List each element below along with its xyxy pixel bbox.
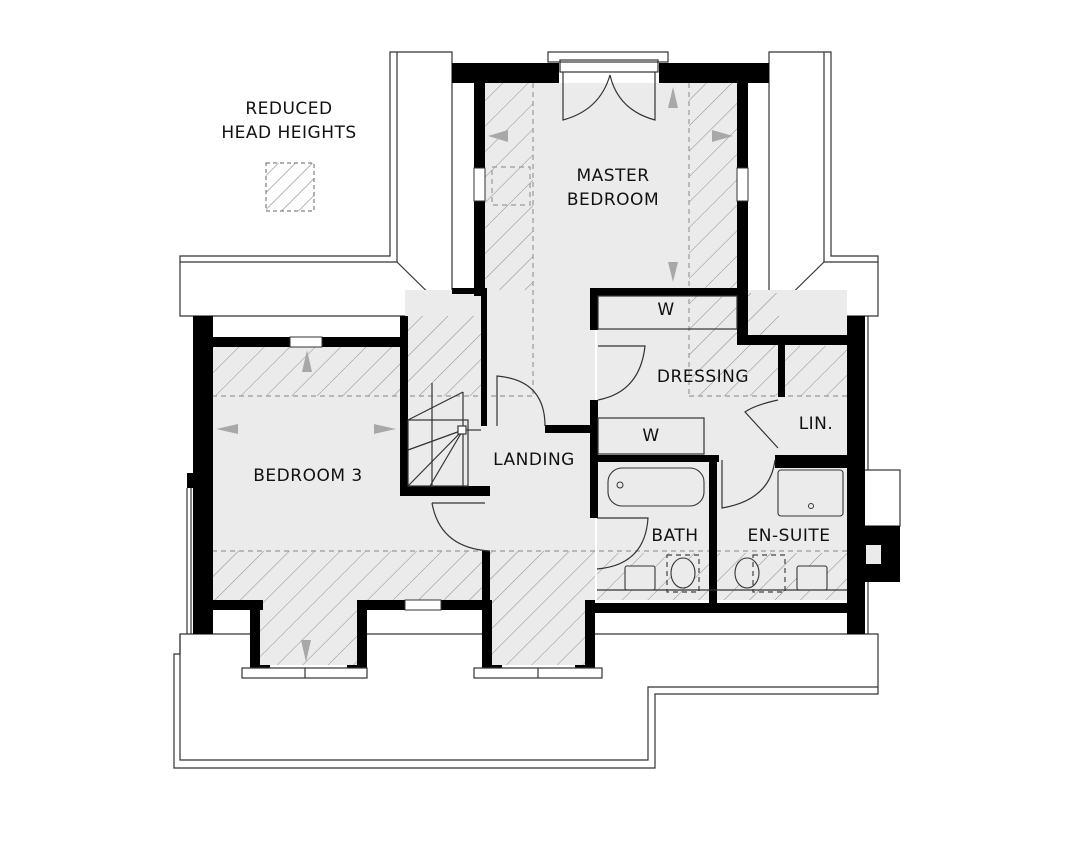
landing-label: LANDING	[493, 450, 575, 470]
bedroom3-label: BEDROOM 3	[253, 466, 362, 486]
basin-icon	[624, 565, 656, 591]
doors	[431, 72, 779, 570]
master-bedroom-label-1: MASTER	[576, 166, 649, 186]
legend-title-line2: HEAD HEIGHTS	[221, 123, 356, 143]
dressing-label: DRESSING	[657, 367, 749, 387]
ensuite-label: EN-SUITE	[748, 526, 831, 546]
linen-label: LIN.	[799, 414, 834, 434]
toilet-icon	[670, 557, 696, 589]
shower-tray-icon	[777, 469, 844, 517]
legend: REDUCED HEAD HEIGHTS	[221, 99, 356, 212]
head-height-lines	[212, 83, 847, 552]
wardrobe-label-lower: W	[642, 426, 659, 446]
walls	[193, 63, 865, 675]
fixtures	[597, 295, 847, 593]
room-labels: MASTER BEDROOM W DRESSING LIN. W LANDING…	[253, 166, 833, 546]
windows	[241, 51, 669, 679]
legend-title-line1: REDUCED	[245, 99, 332, 119]
slope-arrows	[216, 87, 733, 662]
bathtub-icon	[607, 467, 705, 507]
bath-label: BATH	[651, 526, 698, 546]
hatched-area-icon	[265, 162, 315, 212]
toilet-icon	[734, 557, 760, 589]
master-bedroom-label-2: BEDROOM	[567, 190, 659, 210]
staircase	[407, 383, 481, 487]
basin-icon	[796, 565, 828, 591]
wardrobe-label-upper: W	[657, 300, 674, 320]
